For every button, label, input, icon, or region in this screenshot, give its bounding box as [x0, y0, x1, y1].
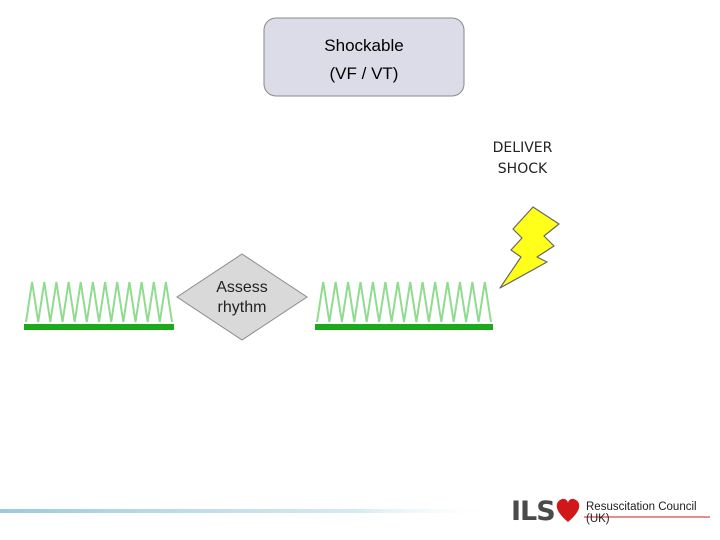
assess-label: Assess: [216, 279, 268, 296]
shock-label: SHOCK: [497, 161, 548, 177]
organization-name: Resuscitation Council (UK): [586, 501, 697, 525]
ils-logo: ILS: [511, 496, 556, 527]
assess-rhythm-diamond: [176, 253, 308, 341]
vf-waveform-left: [24, 281, 174, 330]
lightning-bolt-icon: [499, 206, 560, 289]
baseline-left: [24, 324, 174, 330]
baseline-right: [315, 324, 493, 330]
shockable-subtitle: (VF / VT): [329, 64, 399, 83]
footer-bar: [0, 509, 505, 513]
deliver-label: DELIVER: [492, 140, 553, 156]
shockable-box: [263, 17, 465, 97]
vf-waveform-right: [315, 281, 493, 330]
shockable-title: Shockable: [324, 36, 404, 55]
heart-icon: [556, 498, 580, 522]
rhythm-label: rhythm: [217, 299, 267, 316]
